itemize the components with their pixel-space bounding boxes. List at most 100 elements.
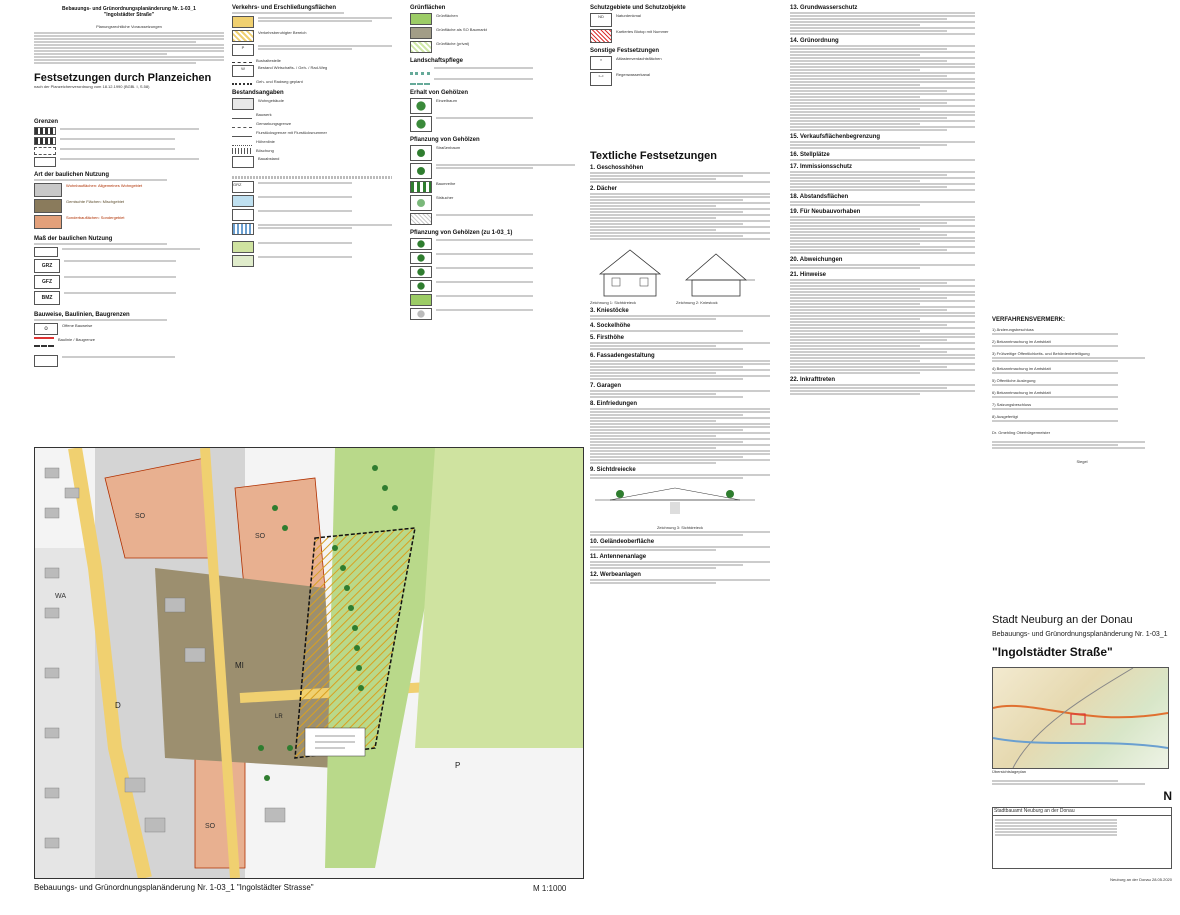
legend-section-title: Festsetzungen durch Planzeichen bbox=[34, 72, 212, 84]
legend-gruen-privat: Grünfläche (privat) bbox=[436, 41, 470, 46]
legend-heading-art: Art der baulichen Nutzung bbox=[34, 172, 109, 178]
plan-name: Bebauungs- und Grünordnungsplanänderung … bbox=[992, 631, 1168, 638]
legend-heading-mass: Maß der baulichen Nutzung bbox=[34, 236, 113, 242]
text-section: Textliche Festsetzungen 1. Geschosshöhen… bbox=[590, 150, 770, 585]
legend-mi: Gemischte Flächen: Mischgebiet bbox=[66, 199, 125, 204]
map-label-d: D bbox=[115, 701, 121, 710]
text-heading: 15. Verkaufsflächenbegrenzung bbox=[790, 134, 881, 140]
procedure-block: VERFAHRENSVERMERK: 1) Änderungsbeschluss… bbox=[992, 317, 1172, 464]
map-label-p: P bbox=[455, 761, 460, 770]
legend-gemarkung: Gemarkungsgrenze bbox=[256, 121, 292, 126]
text-heading: 18. Abstandsflächen bbox=[790, 194, 849, 200]
plan-meta bbox=[992, 780, 1172, 785]
procedure-step: 1) Änderungsbeschluss bbox=[992, 327, 1034, 332]
plan-title: Bebauungs- und Grünordnungsplanänderung … bbox=[62, 6, 196, 12]
wa-swatch bbox=[34, 183, 62, 197]
text-heading: 22. Inkrafttreten bbox=[790, 377, 836, 383]
map-label-so: SO bbox=[135, 513, 146, 520]
main-map: SO SO SO MI WA D LR P bbox=[34, 447, 584, 879]
city-name: Stadt Neuburg an der Donau bbox=[992, 614, 1133, 626]
legend-radweg: Geh- und Radweg geplant bbox=[256, 79, 303, 84]
figure-label-1: Zeichnung 1: Sichtdreieck bbox=[590, 300, 637, 305]
legend-strassenbaum: Straßenbaum bbox=[436, 145, 461, 150]
legend-col2-title: Verkehrs- und Erschließungsflächen bbox=[232, 5, 337, 11]
svg-text:SO: SO bbox=[205, 823, 216, 830]
sichtdreieck-diagram bbox=[595, 487, 755, 514]
text-heading: 4. Sockelhöhe bbox=[590, 323, 631, 329]
legend-erhalt: Erhalt von Gehölzen bbox=[410, 90, 469, 96]
legend-gruen: Grünflächen bbox=[436, 13, 458, 18]
procedure-step: 5) Öffentliche Auslegung bbox=[992, 378, 1036, 383]
footer-plan-caption: Bebauungs- und Grünordnungsplanänderung … bbox=[34, 883, 314, 892]
map-label-wa: WA bbox=[55, 593, 66, 600]
procedure-seal: Siegel bbox=[1076, 459, 1088, 464]
procedure-step: 6) Bekanntmachung im Amtsblatt bbox=[992, 390, 1051, 395]
plan-subtitle: "Ingolstädter Straße" bbox=[103, 12, 155, 18]
legend-column-1: Grenzen Art der baulichen Nutzung Wohnba… bbox=[34, 119, 224, 369]
map-label-lr: LR bbox=[275, 714, 283, 720]
procedure-step: 7) Satzungsbeschluss bbox=[992, 402, 1032, 407]
legend-wa: Wohnbauflächen: Allgemeines Wohngebiet bbox=[66, 183, 143, 188]
legend-column-3: Grünflächen Grünflächen Grünfläche als S… bbox=[410, 5, 575, 322]
legend-pflanzung2: Pflanzung von Gehölzen (zu 1-03_1) bbox=[410, 230, 513, 236]
legend-biotop: Kartiertes Biotop mit Nummer bbox=[616, 29, 669, 34]
legend-column-2: Verkehrs- und Erschließungsflächen Verke… bbox=[232, 5, 392, 269]
legend-baumreihe: Baumreihe bbox=[436, 181, 456, 186]
house-diagram-1 bbox=[598, 249, 662, 297]
text-heading: 11. Antennenanlage bbox=[590, 554, 647, 560]
house-diagram-2 bbox=[684, 253, 755, 297]
office-table: Stadtbauamt Neuburg an der Donau bbox=[992, 807, 1172, 869]
text-heading: 17. Immissionsschutz bbox=[790, 164, 853, 170]
legend-bauwerk: Bauwerk bbox=[256, 112, 272, 117]
text-heading: 9. Sichtdreiecke bbox=[590, 467, 636, 473]
overview-map bbox=[992, 667, 1169, 769]
legend-heading-bauweise: Bauweise, Baulinien, Baugrenzen bbox=[34, 312, 130, 318]
text-section-right: 13. Grundwasserschutz 14. Grünordnung 15… bbox=[790, 5, 975, 396]
figure-dach bbox=[590, 244, 770, 300]
text-heading: 5. Firsthöhe bbox=[590, 335, 625, 341]
procedure-signature: Dr. Gmehling Oberbürgermeister bbox=[992, 430, 1051, 435]
legend-vb: Verkehrsberuhigter Bereich bbox=[258, 30, 307, 35]
text-heading: 20. Abweichungen bbox=[790, 257, 843, 263]
office-name: Stadtbauamt Neuburg an der Donau bbox=[993, 808, 1171, 816]
footer-caption: Bebauungs- und Grünordnungsplanänderung … bbox=[34, 883, 474, 892]
text-heading: 14. Grünordnung bbox=[790, 38, 839, 44]
grz-box: GRZ bbox=[34, 259, 60, 273]
legend-baulinie: Baulinie / Baugrenze bbox=[58, 337, 95, 342]
procedure-step: 2) Bekanntmachung im Amtsblatt bbox=[992, 339, 1051, 344]
text-heading: 12. Werbeanlagen bbox=[590, 572, 641, 578]
legend-heading-grenzen: Grenzen bbox=[34, 119, 59, 125]
legend-straeucher: Sträucher bbox=[436, 195, 454, 200]
footer-scale: M 1:1000 bbox=[533, 884, 567, 893]
legend-landschaft: Landschaftspflege bbox=[410, 58, 464, 64]
plan-street: "Ingolstädter Straße" bbox=[992, 645, 1113, 659]
text-section-title: Textliche Festsetzungen bbox=[590, 150, 717, 162]
text-heading: 8. Einfriedungen bbox=[590, 401, 638, 407]
title-block: Stadt Neuburg an der Donau Bebauungs- un… bbox=[992, 614, 1172, 882]
legend-gruen-so: Grünfläche als SO Baumarkt bbox=[436, 27, 487, 32]
legend-sonstige: Sonstige Festsetzungen bbox=[590, 48, 660, 54]
text-heading: 19. Für Neubauvorhaben bbox=[790, 209, 861, 215]
gfz-box: GFZ bbox=[34, 275, 60, 289]
svg-text:SO: SO bbox=[255, 533, 266, 540]
text-heading: 13. Grundwasserschutz bbox=[790, 5, 858, 11]
plan-date: Neuburg an der Donau 28.05.2020 bbox=[1110, 877, 1172, 882]
figure-label-3: Zeichnung 3: Sichtdreieck bbox=[656, 525, 704, 530]
legend-section-sub: nach der Planzeichenverordnung vom 18.12… bbox=[34, 84, 150, 89]
legend-bauabstand: Bauabstand bbox=[258, 156, 280, 161]
overview-label: Übersichtslageplan bbox=[992, 769, 1027, 774]
legend-altlast: Altlastenverdachtsflächen bbox=[616, 56, 662, 61]
map-svg: SO SO SO MI WA D LR P bbox=[35, 448, 583, 878]
legend-einzelbaum: Einzelbaum bbox=[436, 98, 457, 103]
legend-so: Sonderbauflächen: Sondergebiet bbox=[66, 215, 125, 220]
procedure-step: 3) Frühzeitige Öffentlichkeits- und Behö… bbox=[992, 351, 1090, 356]
legend-bestand: Bestandsangaben bbox=[232, 90, 284, 96]
procedure-title: VERFAHRENSVERMERK: bbox=[992, 317, 1066, 323]
figure-label-2: Zeichnung 2: Kniestock bbox=[676, 300, 718, 305]
legend-naturdenkmal: Naturdenkmal bbox=[616, 13, 641, 18]
text-heading: 1. Geschosshöhen bbox=[590, 165, 644, 171]
legend-boeschung: Böschung bbox=[256, 148, 274, 153]
legend-flurstueck: Flurstücksgrenze mit Flurstücksnummer bbox=[256, 130, 327, 135]
bmz-box: BMZ bbox=[34, 291, 60, 305]
